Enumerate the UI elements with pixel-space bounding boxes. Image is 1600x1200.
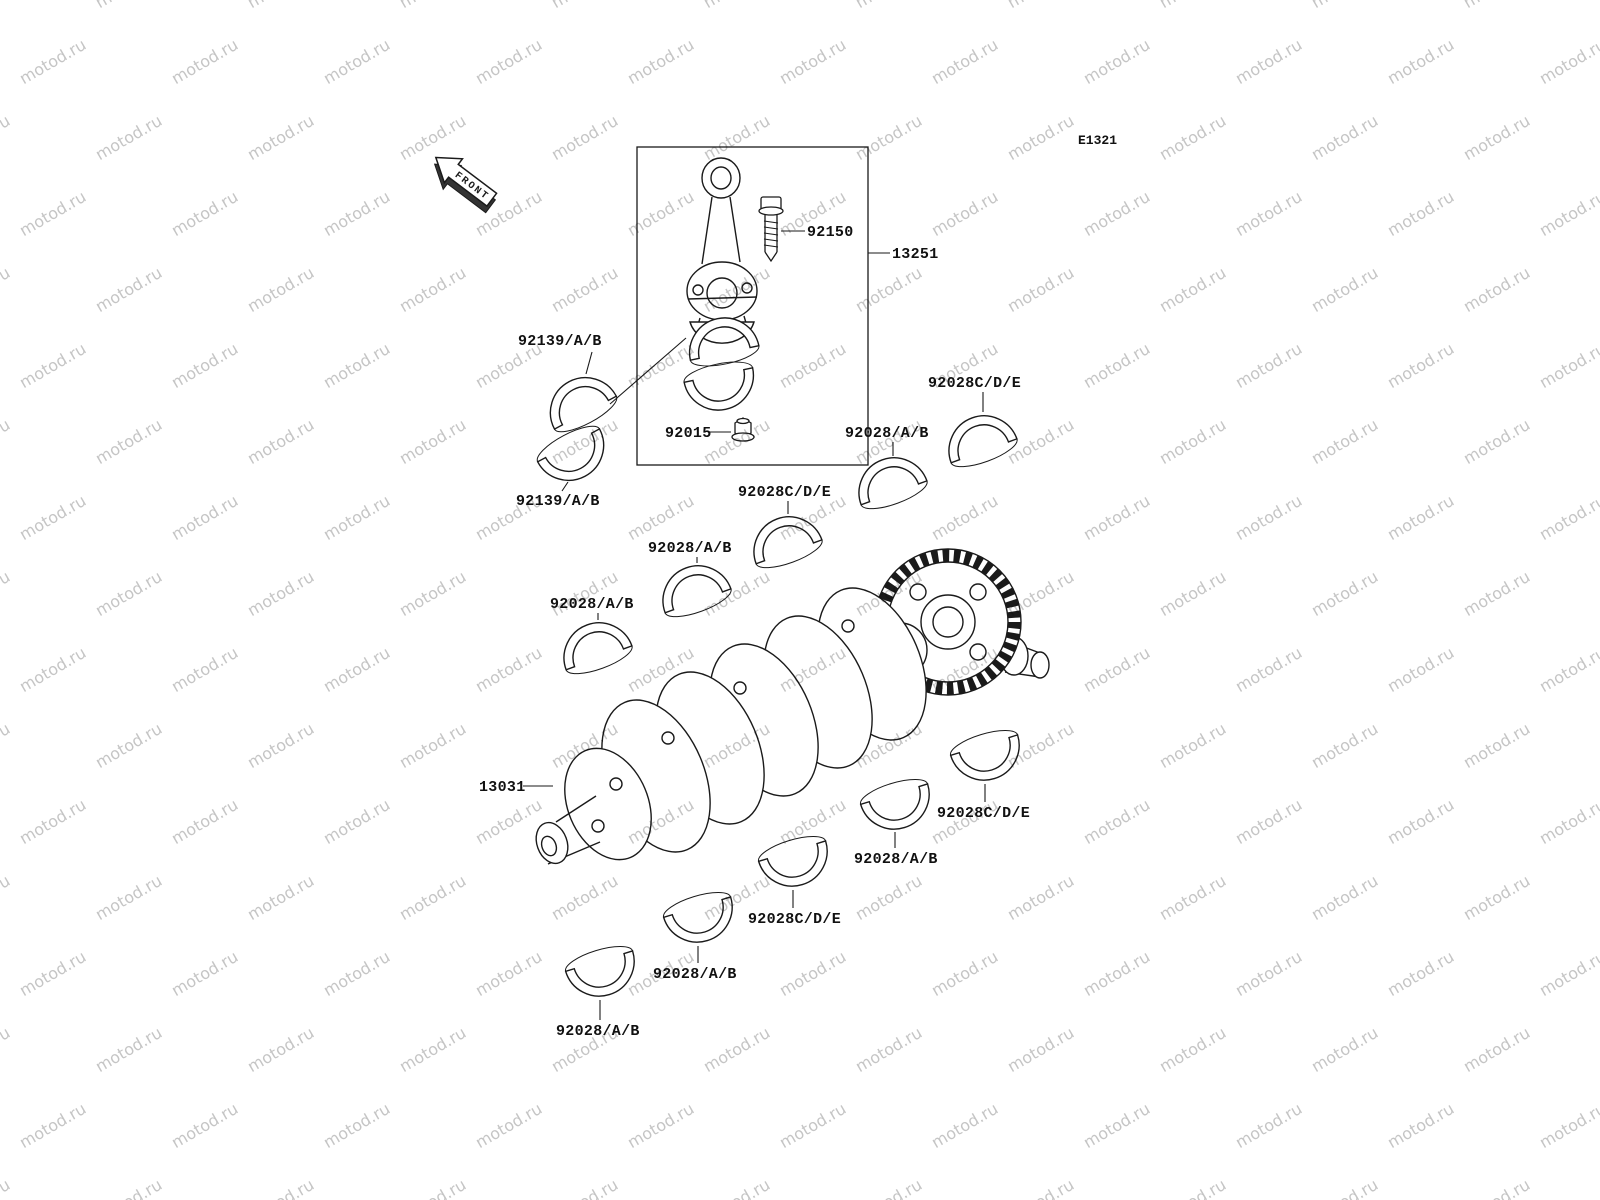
bearing-shell-upper-2 — [848, 447, 932, 516]
part-label-13251: 13251 — [892, 246, 939, 263]
page-code: E1321 — [1078, 133, 1118, 148]
part-label-92150: 92150 — [807, 224, 854, 241]
part-label-92028cde-upper-mid: 92028C/D/E — [738, 484, 832, 501]
bearing-shell-upper-4 — [652, 555, 736, 624]
bearing-shell-lower-3 — [754, 829, 837, 896]
bearing-shell-lower-5 — [561, 939, 644, 1006]
rod-nut — [731, 417, 755, 442]
connecting-rod — [686, 157, 758, 344]
part-label-92028ab-upper-mid: 92028/A/B — [648, 540, 732, 557]
front-arrow: FRONT — [433, 156, 498, 214]
rod-bolt — [758, 196, 784, 263]
rod-bearing-shell-lower — [681, 356, 761, 418]
bearing-shell-lower-4 — [659, 885, 742, 952]
leader-lines — [523, 230, 986, 1020]
connecting-rod-box — [636, 146, 869, 466]
bearing-shell-upper-5 — [553, 612, 637, 681]
part-label-92028ab-upper-left: 92028/A/B — [550, 596, 634, 613]
part-label-92015: 92015 — [665, 425, 712, 442]
part-label-92028cde-top-right: 92028C/D/E — [928, 375, 1022, 392]
part-label-13031: 13031 — [479, 779, 526, 796]
part-label-92139ab-lower: 92139/A/B — [516, 493, 600, 510]
part-label-92028cde-lower-mid: 92028C/D/E — [748, 911, 842, 928]
part-label-92139ab-upper: 92139/A/B — [518, 333, 602, 350]
part-label-92028cde-lower-right: 92028C/D/E — [937, 805, 1031, 822]
bearing-shell-upper-1 — [938, 405, 1022, 474]
part-label-92028ab-upper-right: 92028/A/B — [845, 425, 929, 442]
part-label-92028ab-lower-mid: 92028/A/B — [653, 966, 737, 983]
bearing-shell-lower-1 — [946, 723, 1029, 790]
part-label-92028ab-bottom-left: 92028/A/B — [556, 1023, 640, 1040]
part-label-92028ab-lower-right: 92028/A/B — [854, 851, 938, 868]
bearing-shell-92139-lower — [531, 418, 617, 494]
bearing-shell-lower-2 — [856, 772, 939, 839]
bearing-shell-92139-upper — [537, 364, 623, 440]
bearing-shell-upper-3 — [743, 506, 827, 575]
crankshaft — [535, 548, 1050, 865]
